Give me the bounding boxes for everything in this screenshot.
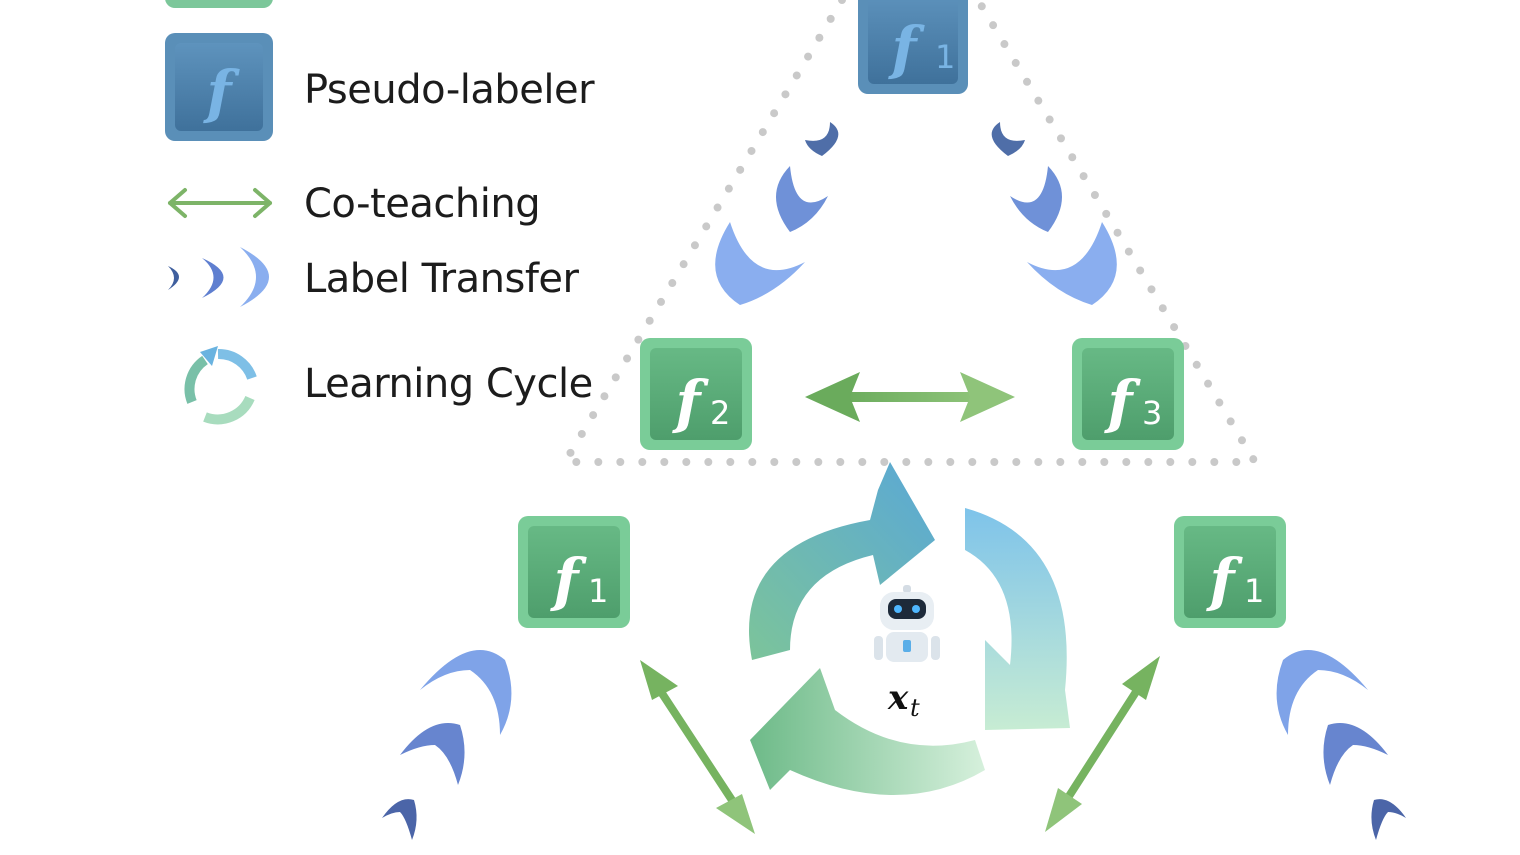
svg-text:1: 1 [588, 572, 608, 610]
model-f3: f 3 [1072, 338, 1184, 450]
co-teaching-arrow-bottom-left [640, 660, 755, 834]
recycle-icon [184, 346, 257, 425]
model-f2: f 2 [640, 338, 752, 450]
label-transfer-icon [168, 247, 269, 307]
robot-icon [874, 585, 940, 662]
svg-text:3: 3 [1142, 394, 1162, 432]
svg-text:1: 1 [935, 38, 955, 76]
co-teaching-arrow-bottom-right [1045, 656, 1160, 832]
co-teaching-arrow [805, 372, 1015, 422]
svg-text:1: 1 [1244, 572, 1264, 610]
legend-co-teaching: Co-teaching [304, 181, 541, 227]
dotted-triangle [557, 0, 1263, 466]
model-f1-bottom-right: f 1 [1174, 516, 1286, 628]
pseudo-labeler-top: f 1 [858, 0, 968, 94]
label-transfer-left [715, 122, 839, 305]
legend-partial-box [165, 0, 273, 8]
legend-learning-cycle: Learning Cycle [304, 361, 593, 407]
label-transfer-bottom-left [382, 650, 512, 840]
model-f1-bottom-left: f 1 [518, 516, 630, 628]
label-transfer-bottom-right [1276, 650, 1406, 840]
svg-text:t: t [910, 694, 920, 722]
svg-text:2: 2 [710, 394, 730, 432]
double-arrow-icon [168, 188, 272, 218]
pseudo-labeler-icon: f [165, 33, 273, 141]
learning-cycle [749, 462, 1070, 795]
svg-text:x: x [887, 678, 909, 718]
label-transfer-right [991, 122, 1117, 305]
input-label-xt: x t [887, 678, 920, 722]
legend-pseudo-labeler: Pseudo-labeler [304, 67, 595, 113]
legend-label-transfer: Label Transfer [304, 256, 579, 302]
